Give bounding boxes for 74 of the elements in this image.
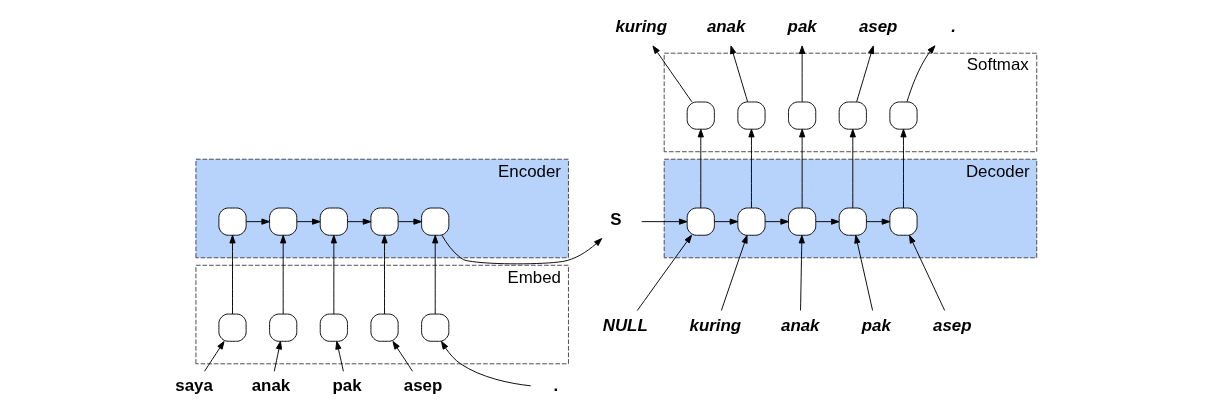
node-box <box>787 207 816 236</box>
arrow <box>729 45 748 103</box>
arrow <box>798 45 805 103</box>
node-box <box>736 101 766 130</box>
arrow <box>636 234 692 311</box>
node-box <box>888 101 918 130</box>
arrow <box>908 235 945 311</box>
arrow <box>440 341 531 387</box>
node-box <box>888 207 918 236</box>
node-box <box>686 207 715 236</box>
arrow <box>652 45 692 103</box>
node-box <box>838 101 867 130</box>
arrow <box>865 218 890 225</box>
node-text: . <box>950 16 956 36</box>
arrow <box>440 234 602 265</box>
arrow <box>380 235 388 315</box>
arrow <box>697 128 704 209</box>
node-text: asep <box>932 315 972 335</box>
arrow <box>798 128 805 209</box>
node-text: pak <box>861 315 891 335</box>
node-box <box>217 313 247 342</box>
node-box <box>217 207 247 236</box>
arrow <box>346 218 371 225</box>
arrow <box>798 235 805 311</box>
cluster: Embed <box>194 264 569 365</box>
arrow <box>849 128 856 209</box>
arrow <box>906 45 935 103</box>
arrow <box>203 341 225 372</box>
arrow <box>764 218 789 225</box>
node-box <box>736 207 766 236</box>
arrow <box>747 128 755 209</box>
node-box <box>268 207 297 236</box>
arrow <box>640 218 687 225</box>
arrow <box>855 45 874 103</box>
cluster: Encoder <box>194 158 569 259</box>
arrow <box>279 235 286 315</box>
arrow <box>899 128 907 209</box>
node-box <box>838 207 867 236</box>
node-box <box>420 313 449 342</box>
node-text: anak <box>706 16 745 36</box>
node-box <box>420 207 449 236</box>
arrow <box>228 235 236 315</box>
node-box <box>686 101 715 130</box>
arrow <box>392 341 413 372</box>
node-text: asep <box>403 376 442 396</box>
node-text: S <box>609 209 621 229</box>
node-text: kuring <box>614 16 667 36</box>
node-text: . <box>552 376 558 396</box>
node-text: kuring <box>689 315 741 335</box>
arrow <box>330 235 337 315</box>
node-box <box>369 313 399 342</box>
node-text: NULL <box>602 315 648 335</box>
arrow <box>853 235 873 311</box>
node-text: asep <box>858 16 897 36</box>
node-text: anak <box>251 376 290 396</box>
arrow <box>397 218 422 225</box>
node-text: saya <box>174 376 213 396</box>
arrow <box>713 218 738 225</box>
node-text: anak <box>780 315 819 335</box>
arrow <box>720 235 748 311</box>
cluster: Decoder <box>663 158 1037 259</box>
node-text: pak <box>787 16 817 36</box>
arrow <box>273 341 282 372</box>
node-box <box>268 313 297 342</box>
arrow <box>334 341 344 372</box>
node-box <box>319 207 348 236</box>
arrow <box>245 218 270 225</box>
arrow <box>431 235 438 315</box>
node-box <box>787 101 816 130</box>
node-box <box>369 207 399 236</box>
node-text: pak <box>331 376 362 396</box>
arrow <box>815 218 839 225</box>
arrow <box>296 218 321 225</box>
node-box <box>319 313 348 342</box>
